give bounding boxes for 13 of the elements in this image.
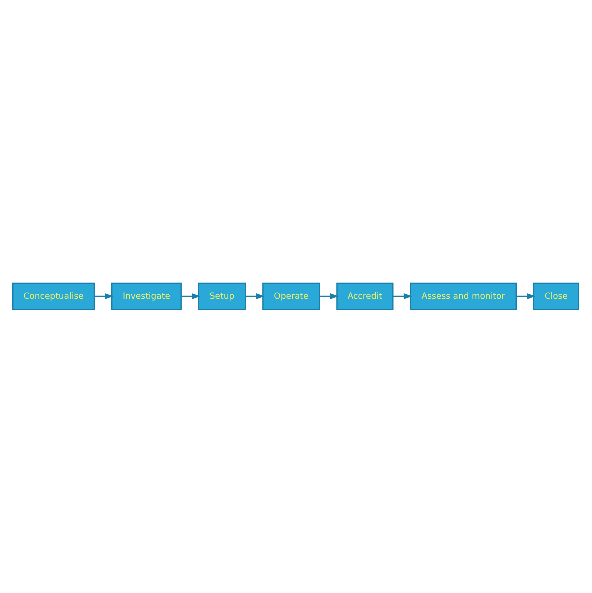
arrow: [246, 294, 265, 300]
node-box: Operate: [262, 282, 320, 310]
arrow: [516, 294, 536, 300]
node-box: Conceptualise: [12, 282, 96, 310]
arrow: [393, 294, 412, 300]
node-box: Accredit: [336, 282, 394, 310]
node-box: Close: [533, 282, 580, 310]
arrow: [181, 294, 201, 300]
arrow: [320, 294, 339, 300]
node-box: Assess and monitor: [410, 282, 518, 310]
arrow: [94, 294, 114, 300]
node-box: Setup: [198, 282, 246, 310]
node-box: Investigate: [111, 282, 182, 310]
